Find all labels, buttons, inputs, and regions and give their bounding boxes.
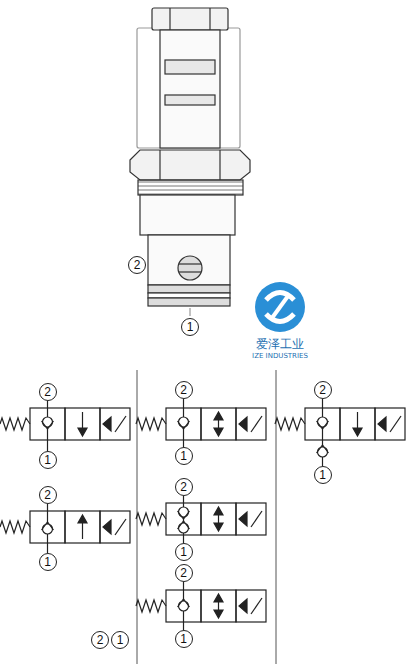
callout-number: 2 [44,489,51,501]
callout-number: 1 [180,633,187,645]
callout-number: 2 [180,567,187,579]
valve-symbols [0,399,405,630]
callout-circle: 2 [39,383,57,401]
callout-number: 2 [44,386,51,398]
callout-number: 1 [44,556,51,568]
callout-circle: 2 [91,631,109,649]
callout-circle: 1 [175,447,193,465]
callout-circle: 1 [175,543,193,561]
callout-circle: 1 [175,630,193,648]
callout-circle: 2 [175,478,193,496]
watermark-text: IZE INDUSTRIES [252,352,308,360]
callout-circle: 2 [39,486,57,504]
callout-number: 1 [180,546,187,558]
callout-number: 1 [319,469,326,481]
callout-number: 2 [319,384,326,396]
watermark-text: 爱泽工业 [256,336,304,353]
callout-circle: 1 [181,318,199,336]
callout-circle: 1 [39,553,57,571]
callout-number: 2 [180,481,187,493]
cartridge-valve [130,8,250,316]
callout-number: 1 [187,321,194,333]
callout-number: 1 [44,454,51,466]
callout-circle: 2 [175,381,193,399]
callout-circle: 2 [175,564,193,582]
callout-number: 2 [97,634,104,646]
callout-circle: 1 [39,451,57,469]
separator [276,370,277,664]
callout-circle: 2 [128,256,146,274]
callout-number: 1 [180,450,187,462]
callout-number: 2 [180,384,187,396]
callout-circle: 1 [111,631,129,649]
callout-circle: 1 [314,466,332,484]
callout-circle: 2 [314,381,332,399]
callout-number: 2 [134,259,141,271]
callout-number: 1 [117,634,124,646]
watermark-logo [255,282,305,332]
